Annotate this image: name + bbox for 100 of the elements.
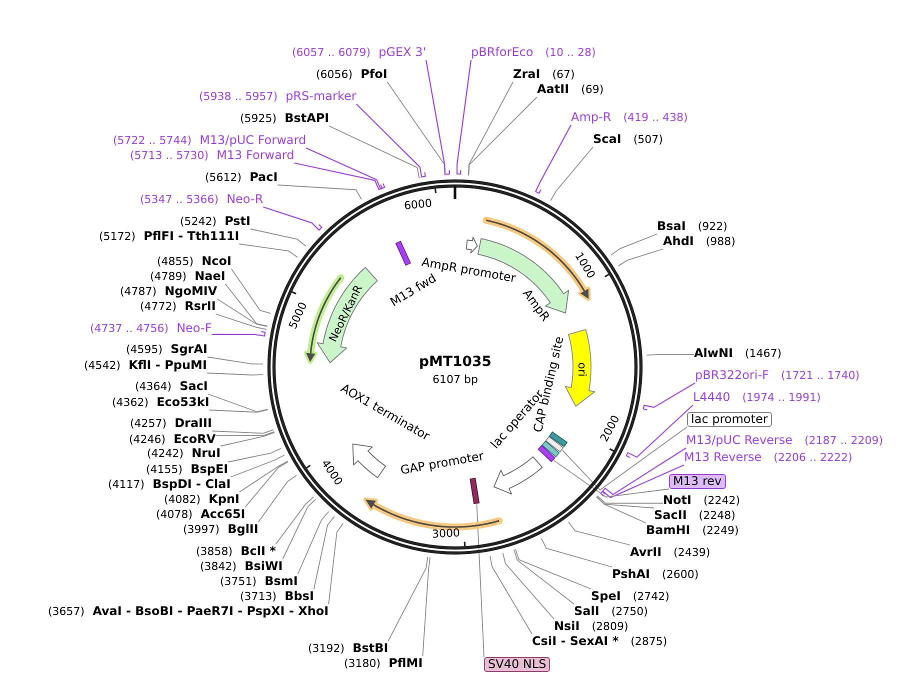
primer-label: (4737 .. 4756) Neo-F [90,321,212,336]
leader-line [562,426,688,490]
restriction-site-label: AlwNI (1467) [694,346,782,361]
leader-line [468,82,514,176]
restriction-site-label: (4772) RsrII [140,299,216,314]
feature-bar [544,435,565,453]
primer-label: (5938 .. 5957) pRS-marker [199,89,356,104]
restriction-site-label: (6056) PfoI [316,67,388,82]
leader-line [490,555,532,634]
leader-line [220,432,275,446]
leader-line [646,354,694,356]
leader-line [258,474,297,522]
restriction-site-label: (4117) BspDI - ClaI [108,477,231,492]
leader-line [328,522,344,604]
leader-line [328,126,420,179]
feature-label: GAP promoter [400,449,485,477]
plasmid-name: pMT1035 [419,354,492,370]
leader-line [215,314,268,330]
restriction-site-label: SpeI (2742) [591,589,670,604]
restriction-site-label: (4787) NgoMIV [120,284,218,299]
restriction-site-label: (4257) DraIII [130,416,212,431]
restriction-site-label: ZraI (67) [513,67,575,82]
leader-line [230,454,285,478]
scale-label: 2000 [598,412,623,444]
primer-label: (5722 .. 5744) M13/pUC Forward [113,133,306,148]
restriction-site-label: (5612) PacI [205,170,278,185]
restriction-site-label: (3751) BsmI [220,574,298,589]
leader-line [212,429,274,434]
restriction-site-label: AvrII (2439) [630,545,710,560]
restriction-site-label: (4542) KflI - PpuMI [84,358,207,373]
leader-line [596,495,664,504]
leader-line [212,331,266,337]
restriction-site-label: CsiI - SexAI * (2875) [532,634,668,649]
leader-line [388,556,428,642]
restriction-site-label: AatII (69) [537,82,604,97]
restriction-site-label: (3180) PflMI [344,656,423,671]
leader-line [514,549,574,604]
leader-line [238,244,298,258]
leader-line [263,206,322,231]
restriction-site-label: SalI (2750) [574,604,648,619]
restriction-site-label: (5172) PflFI - Tth111I [99,229,240,244]
primer-label: (6057 .. 6079) pGEX 3' [292,45,426,60]
leader-line [568,521,630,546]
primer-label: Amp-R (419 .. 438) [571,110,688,125]
restriction-site-label: (4242) NruI [147,446,221,461]
restriction-site-label: SacII (2248) [654,508,736,523]
feature-label: M13 fwd [388,271,438,309]
leader-line [206,372,264,376]
feature-tag: M13 rev [669,474,726,489]
leader-line [626,404,694,458]
scale-label: 6000 [404,196,433,212]
leader-line [540,538,612,568]
restriction-site-label: (5242) PstI [180,214,251,229]
primer-label: M13/pUC Reverse (2187 .. 2209) [686,433,884,448]
leader-line [602,448,686,496]
restriction-site-label: PshAI (2600) [612,567,699,582]
leader-line [550,146,594,201]
leader-line [231,268,272,314]
restriction-site-label: (4362) Eco53kI [112,395,210,410]
plasmid-size: 6107 bp [432,372,478,386]
restriction-site-label: (4855) NcoI [157,254,232,269]
feature-tag: lac promoter [687,412,772,427]
leader-line [275,496,314,544]
leader-line [422,556,431,656]
feature-label: ori [576,362,589,376]
leader-line [642,382,696,410]
restriction-site-label: AhdI (988) [663,234,736,249]
restriction-site-label: (3842) BsiWI [200,559,283,574]
leader-line [356,104,426,178]
leader-line [502,552,554,620]
leader-line [216,298,268,327]
scale-label: 5000 [286,300,310,331]
leader-line [610,234,658,256]
restriction-site-label: BamHI (2249) [646,523,739,538]
leader-line [535,124,572,194]
restriction-site-label: (3657) AvaI - BsoBI - PaeR7I - PspXI - XhoI [48,604,329,619]
primer-label: (5713 .. 5730) M13 Forward [130,148,294,163]
leader-line [244,461,289,508]
leader-line [618,248,664,266]
restriction-site-label: (4364) SacI [135,379,208,394]
leader-line [282,498,316,560]
restriction-site-label: NotI (2242) [663,493,740,508]
leader-line [207,394,268,412]
leader-line [239,460,288,492]
leader-line [228,448,282,462]
leader-line [600,464,684,498]
restriction-site-label: (4078) Acc65I [156,507,246,522]
leader-line [553,460,670,498]
restriction-site-label: (4155) BspEI [146,462,228,477]
leader-line [207,356,264,365]
primer-label: (5347 .. 5366) Neo-R [140,192,264,207]
primer-label: M13 Reverse (2206 .. 2222) [684,450,852,465]
leader-line [425,60,450,175]
restriction-site-label: NsiI (2809) [554,619,628,634]
leader-line [596,496,646,524]
leader-line [250,228,306,247]
primer-label: pBR322ori-F (1721 .. 1740) [695,368,860,383]
feature-bar [537,444,556,463]
restriction-site-label: (4082) KpnI [164,492,240,507]
leader-line [476,504,484,658]
